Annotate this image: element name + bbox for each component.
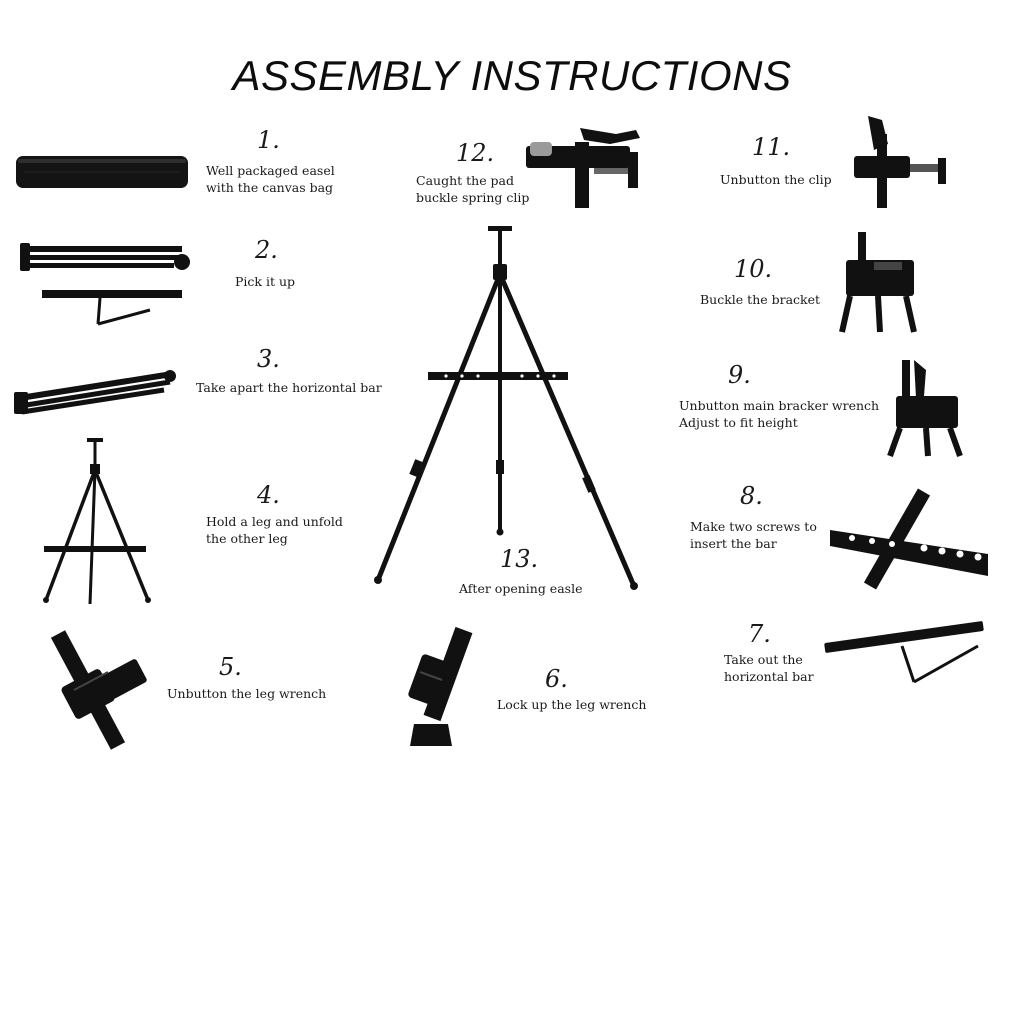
page-title: ASSEMBLY INSTRUCTIONS (232, 52, 792, 99)
step-10-number: 10. (734, 255, 773, 283)
step-1-number: 1. (257, 126, 280, 154)
step-11-caption: Unbutton the clip (720, 172, 832, 187)
step-8-number: 8. (740, 482, 763, 510)
step-13-number: 13. (500, 545, 539, 573)
step-6-number: 6. (545, 665, 568, 693)
bracket-buckle-icon (839, 232, 917, 333)
step-12-number: 12. (456, 139, 495, 167)
spring-clip-icon (526, 128, 640, 208)
step-10-caption: Buckle the bracket (700, 292, 821, 307)
step-5-number: 5. (219, 653, 242, 681)
step-2-number: 2. (255, 236, 278, 264)
step-4-number: 4. (257, 481, 280, 509)
step-3-number: 3. (257, 345, 280, 373)
unfolded-easel-icon (43, 438, 151, 605)
folded-easel-icon (20, 243, 190, 326)
folded-legs-icon (14, 370, 176, 415)
step-13-caption: After opening easle (459, 581, 583, 596)
opened-easel-icon (374, 226, 638, 590)
step-6-caption: Lock up the leg wrench (497, 697, 647, 712)
clip-icon (854, 116, 946, 208)
step-9-number: 9. (728, 361, 751, 389)
canvas-bag-icon (16, 156, 188, 188)
step-2-caption: Pick it up (235, 274, 296, 289)
main-bracket-wrench-icon (887, 360, 963, 458)
step-7-number: 7. (748, 620, 771, 648)
horizontal-bar-icon (824, 621, 984, 684)
step-3-caption: Take apart the horizontal bar (196, 380, 382, 395)
leg-wrench-icon (50, 630, 147, 750)
bar-screws-icon (830, 488, 988, 590)
step-5-caption: Unbutton the leg wrench (167, 686, 327, 701)
step-11-number: 11. (752, 133, 791, 161)
locked-leg-wrench-icon (408, 626, 473, 746)
